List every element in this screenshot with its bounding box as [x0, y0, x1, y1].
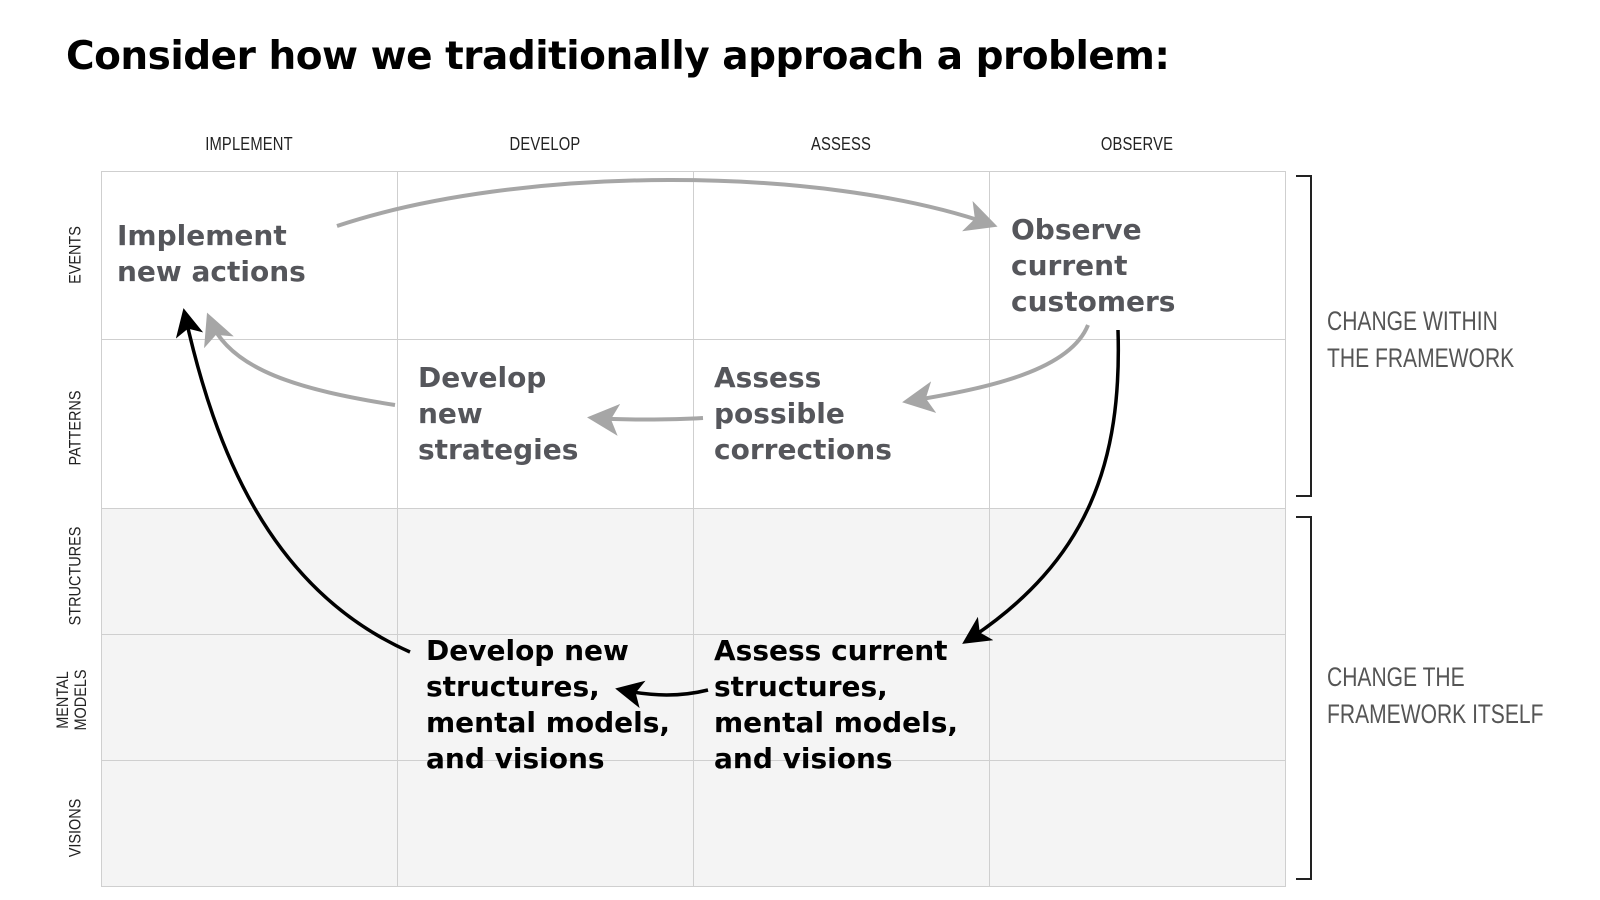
node-line: Develop new — [426, 634, 629, 667]
bracket-framework-itself — [1296, 516, 1312, 880]
arrow-implement-to-observe — [336, 178, 998, 232]
node-assess-possible-corrections: Assess possible corrections — [714, 360, 892, 468]
column-header-develop: DEVELOP — [509, 134, 581, 154]
node-line: Observe — [1011, 213, 1142, 246]
node-develop-new-strategies: Develop new strategies — [418, 360, 578, 468]
column-header-implement: IMPLEMENT — [205, 134, 293, 154]
node-line: corrections — [714, 433, 892, 466]
arrow-develop-new-to-implement — [175, 308, 411, 654]
node-line: mental models, — [426, 706, 671, 739]
node-line: new actions — [117, 255, 306, 288]
node-line: current — [1011, 249, 1128, 282]
grid-line — [693, 171, 694, 887]
label-line: CHANGE WITHIN — [1327, 306, 1498, 336]
grid-line — [397, 171, 398, 887]
node-observe-current-customers: Observe current customers — [1011, 212, 1175, 320]
node-line: Assess — [714, 361, 822, 394]
label-change-framework-itself: CHANGE THE FRAMEWORK ITSELF — [1327, 659, 1543, 733]
node-line: new — [418, 397, 483, 430]
node-line: Implement — [117, 219, 287, 252]
arrow-observe-to-assess-current — [962, 329, 1121, 644]
page-title: Consider how we traditionally approach a… — [66, 34, 1170, 79]
label-line: CHANGE THE — [1327, 662, 1465, 692]
arrow-assess-current-to-develop-new — [615, 680, 709, 709]
label-change-within-framework: CHANGE WITHIN THE FRAMEWORK — [1327, 303, 1514, 377]
node-line: mental models, — [714, 706, 959, 739]
arrow-develop-to-implement — [204, 312, 396, 407]
bracket-within-framework — [1296, 175, 1312, 497]
node-develop-new-structures: Develop new structures, mental models, a… — [426, 633, 670, 777]
node-line: structures, — [714, 670, 888, 703]
node-line: strategies — [418, 433, 579, 466]
node-line: Assess current — [714, 634, 948, 667]
node-line: and visions — [426, 742, 605, 775]
node-line: possible — [714, 397, 845, 430]
node-line: and visions — [714, 742, 893, 775]
grid-line — [1285, 171, 1286, 887]
label-line: FRAMEWORK ITSELF — [1327, 699, 1544, 729]
node-implement-new-actions: Implement new actions — [117, 218, 306, 290]
grid-line — [101, 171, 102, 887]
column-header-observe: OBSERVE — [1100, 134, 1174, 154]
column-header-assess: ASSESS — [810, 134, 872, 154]
label-line: THE FRAMEWORK — [1327, 343, 1515, 373]
arrow-assess-to-develop — [587, 403, 704, 436]
grid-line — [989, 171, 990, 887]
arrow-observe-to-assess — [902, 324, 1090, 413]
node-line: Develop — [418, 361, 547, 394]
node-assess-current-structures: Assess current structures, mental models… — [714, 633, 958, 777]
node-line: structures, — [426, 670, 600, 703]
node-line: customers — [1011, 285, 1176, 318]
